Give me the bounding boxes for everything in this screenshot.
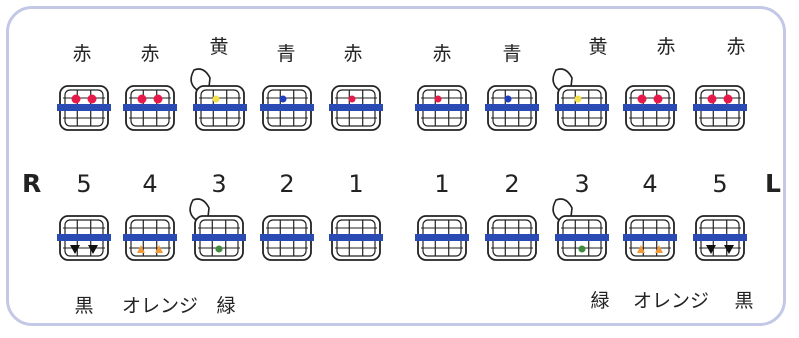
lower-color-label: 黒 — [74, 295, 94, 317]
archwire — [555, 234, 609, 241]
upper-color-label: 赤 — [656, 36, 676, 58]
upper-color-label: 赤 — [72, 43, 92, 65]
right-side-label: R — [22, 169, 42, 198]
lower-color-label: オレンジ — [632, 290, 710, 312]
lower-bracket — [329, 215, 383, 261]
lower-bracket — [415, 215, 469, 261]
color-dot-mark — [434, 95, 442, 103]
color-dot-mark — [348, 95, 356, 103]
upper-color-label: 黄 — [209, 36, 229, 58]
archwire — [415, 234, 469, 241]
triangle-mark — [655, 245, 663, 253]
triangle-mark — [706, 245, 716, 254]
tooth-number: 4 — [642, 170, 658, 198]
diagram-frame — [6, 6, 786, 326]
triangle-mark — [724, 245, 734, 254]
color-dot-mark — [87, 94, 97, 104]
archwire — [260, 104, 314, 111]
archwire — [123, 234, 177, 241]
color-dot-mark — [279, 95, 287, 103]
archwire — [415, 104, 469, 111]
tooth-number: 2 — [279, 170, 295, 198]
upper-color-label: 赤 — [726, 36, 746, 58]
archwire — [693, 234, 747, 241]
lower-bracket — [189, 198, 246, 261]
upper-bracket — [57, 85, 111, 131]
color-dot-mark — [578, 245, 586, 253]
archwire — [485, 234, 539, 241]
lower-color-label: 黒 — [734, 290, 754, 312]
lower-color-label: 緑 — [590, 290, 610, 312]
archwire — [329, 104, 383, 111]
lower-bracket — [485, 215, 539, 261]
upper-bracket — [260, 85, 314, 131]
color-dot-mark — [653, 94, 663, 104]
archwire — [555, 104, 609, 111]
archwire — [192, 234, 246, 241]
upper-bracket — [190, 68, 247, 131]
lower-bracket — [552, 198, 609, 261]
tooth-number: 1 — [434, 170, 450, 198]
lower-bracket — [623, 215, 677, 261]
archwire — [123, 104, 177, 111]
upper-bracket — [123, 85, 177, 131]
lower-color-label: 緑 — [216, 295, 236, 317]
tooth-number: 5 — [76, 170, 92, 198]
archwire — [57, 234, 111, 241]
color-dot-mark — [137, 94, 147, 104]
tooth-number: 4 — [142, 170, 158, 198]
lower-bracket — [693, 215, 747, 261]
color-dot-mark — [707, 94, 717, 104]
upper-color-label: 青 — [276, 43, 296, 65]
triangle-mark — [137, 245, 145, 253]
color-dot-mark — [71, 94, 81, 104]
archwire — [193, 104, 247, 111]
color-dot-mark — [637, 94, 647, 104]
upper-color-label: 黄 — [588, 36, 608, 58]
upper-bracket — [623, 85, 677, 131]
color-dot-mark — [504, 95, 512, 103]
upper-bracket — [415, 85, 469, 131]
archwire — [260, 234, 314, 241]
tooth-number: 5 — [712, 170, 728, 198]
tooth-number: 3 — [574, 170, 590, 198]
tooth-number: 3 — [211, 170, 227, 198]
archwire — [693, 104, 747, 111]
archwire — [57, 104, 111, 111]
color-dot-mark — [215, 245, 223, 253]
lower-bracket — [57, 215, 111, 261]
upper-bracket — [552, 68, 609, 131]
tooth-number: 2 — [504, 170, 520, 198]
archwire — [623, 104, 677, 111]
archwire — [329, 234, 383, 241]
upper-color-label: 赤 — [432, 43, 452, 65]
lower-bracket — [260, 215, 314, 261]
lower-color-label: オレンジ — [121, 295, 199, 317]
archwire — [485, 104, 539, 111]
archwire — [623, 234, 677, 241]
upper-bracket — [693, 85, 747, 131]
color-dot-mark — [153, 94, 163, 104]
color-dot-mark — [212, 95, 220, 103]
triangle-mark — [637, 245, 645, 253]
lower-bracket — [123, 215, 177, 261]
upper-color-label: 赤 — [343, 43, 363, 65]
color-dot-mark — [574, 95, 582, 103]
triangle-mark — [70, 245, 80, 254]
left-side-label: L — [765, 169, 781, 198]
upper-color-label: 赤 — [140, 43, 160, 65]
triangle-mark — [155, 245, 163, 253]
upper-bracket — [329, 85, 383, 131]
color-dot-mark — [723, 94, 733, 104]
triangle-mark — [88, 245, 98, 254]
tooth-number: 1 — [348, 170, 364, 198]
upper-color-label: 青 — [502, 43, 522, 65]
upper-bracket — [485, 85, 539, 131]
